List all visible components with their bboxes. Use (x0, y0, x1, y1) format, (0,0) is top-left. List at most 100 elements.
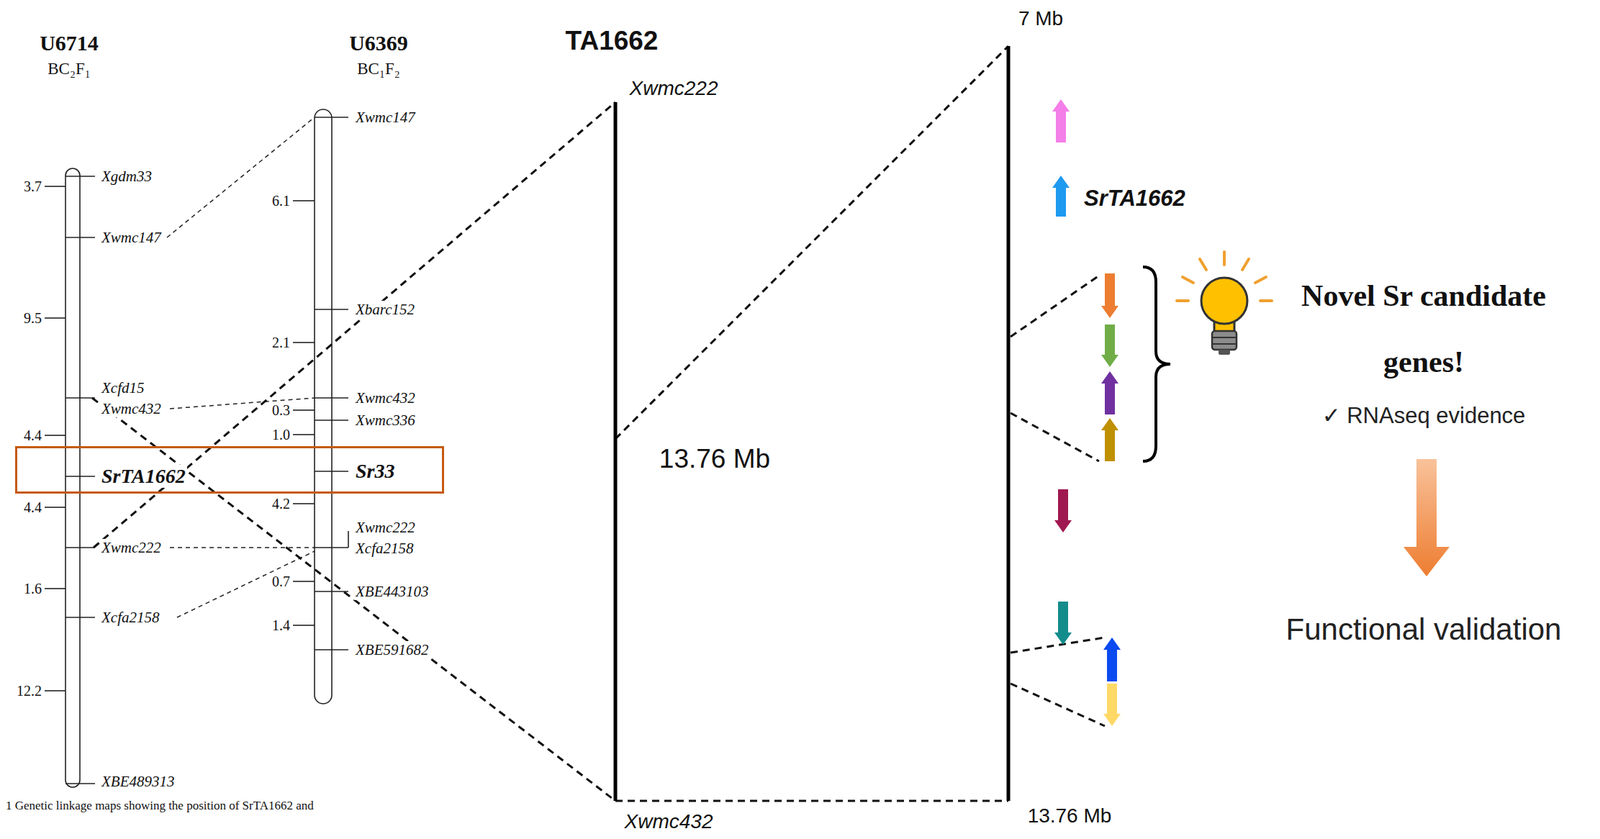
marker-label: Xwmc336 (354, 411, 417, 429)
distance-tick (44, 588, 66, 590)
gene-arrow (1103, 683, 1121, 727)
marker-tick (314, 649, 349, 651)
bulb-ray (1222, 251, 1226, 265)
gene-arrow (1101, 273, 1119, 319)
bulb-glass-fill (1215, 313, 1233, 322)
bulb-ray (1260, 299, 1272, 303)
marker-label: XBE489313 (100, 773, 176, 791)
zoom-line (92, 398, 616, 802)
next-step-label: Functional validation (1286, 612, 1562, 648)
distance-label: 0.7 (272, 573, 291, 591)
map-heading: U6714 (39, 30, 99, 57)
bulb-thread (1212, 343, 1236, 345)
distance-tick (292, 624, 315, 627)
distance-tick (292, 580, 315, 583)
generation-label: BC₁F₂ (356, 59, 401, 79)
marker-label: Xwmc222 (354, 518, 417, 537)
distance-label: 12.2 (16, 683, 42, 700)
marker-tick (314, 470, 349, 473)
zoom-line (93, 102, 616, 548)
bulb-ray (1182, 277, 1194, 283)
zoom-lines (92, 46, 1105, 802)
distance-label: 1.6 (23, 580, 42, 598)
marker-bracket (347, 531, 350, 548)
zoom-line (615, 800, 1009, 803)
marker-label: XBE443103 (354, 582, 430, 601)
generation-label: BC₂F₁ (47, 59, 91, 79)
bulb-base (1212, 331, 1237, 350)
gene-arrow (1052, 99, 1070, 143)
marker-label: Xcfa2158 (100, 608, 161, 627)
distance-label: 4.4 (23, 427, 42, 445)
chromosome-bar (314, 109, 332, 704)
distance-label: 1.4 (272, 617, 291, 635)
position-label: 7 Mb (1018, 7, 1064, 31)
bulb-thread (1212, 336, 1236, 339)
marker-link (169, 547, 315, 549)
distance-tick (292, 200, 315, 202)
interval-bar (1006, 46, 1011, 802)
marker-tick (65, 783, 96, 785)
distance-label: 4.4 (23, 499, 42, 517)
lightbulb-icon (1176, 251, 1272, 355)
marker-tick (314, 308, 349, 311)
distance-tick (44, 690, 66, 692)
distance-label: 9.5 (23, 310, 42, 327)
marker-label: Xgdm33 (100, 167, 154, 185)
marker-tick (65, 175, 96, 178)
marker-links (166, 117, 315, 618)
distance-label: 1.0 (272, 426, 291, 444)
zoom-line (615, 46, 1009, 440)
distance-tick (44, 506, 66, 509)
marker-tick (314, 397, 349, 399)
interval-bar (613, 102, 618, 802)
gene-arrow (1101, 324, 1119, 368)
marker-link (166, 117, 315, 238)
marker-tick (314, 116, 349, 119)
zoom-line (1010, 413, 1100, 462)
distance-tick (44, 185, 66, 188)
marker-label: Xwmc147 (100, 228, 163, 247)
distance-tick (292, 409, 315, 411)
bulb-ray (1199, 259, 1207, 270)
zoom-line (1010, 637, 1105, 653)
distance-tick (44, 317, 66, 319)
marker-tick (314, 547, 349, 549)
marker-label: Xwmc147 (354, 108, 417, 126)
marker-label: XBE591682 (354, 641, 430, 659)
figure-caption: 1 Genetic linkage maps showing the posit… (5, 798, 314, 814)
marker-tick (314, 419, 349, 422)
highlight-box: SrTA1662Sr33 (15, 446, 445, 494)
zoom-line (1010, 683, 1105, 727)
gene-arrow (1052, 175, 1070, 217)
marker-label: Xbarc152 (354, 300, 417, 319)
gene-arrow (1054, 489, 1072, 533)
gene-arrow (1103, 637, 1121, 682)
marker-tick (65, 397, 96, 399)
distance-tick (292, 341, 315, 344)
distance-label: 2.1 (272, 334, 291, 352)
marker-tick (65, 547, 96, 549)
marker-label: Xwmc432 (624, 810, 714, 834)
distance-tick (292, 434, 315, 436)
zoom-line (1010, 275, 1100, 337)
evidence-note: ✓ RNAseq evidence (1322, 403, 1526, 429)
distance-tick (292, 503, 315, 505)
gene-arrow (1101, 371, 1119, 415)
generated-artwork (44, 99, 1121, 784)
distance-label: 3.7 (23, 178, 42, 196)
position-label: 13.76 Mb (1027, 804, 1113, 828)
map-heading: U6369 (349, 30, 409, 57)
marker-label: Xcfa2158 (354, 539, 415, 558)
callout-heading: Novel Sr candidate genes! (1272, 262, 1575, 396)
bulb-glass (1201, 277, 1248, 324)
gene-label: SrTA1662 (100, 464, 188, 488)
group-brace (1142, 267, 1171, 462)
marker-tick (65, 616, 96, 619)
distance-tick (44, 434, 66, 437)
distance-label: 0.3 (272, 402, 291, 419)
marker-label: Xwmc432 (100, 400, 163, 418)
marker-label: Xwmc432 (354, 389, 417, 407)
bulb-ray (1176, 299, 1189, 303)
distance-label: 4.2 (272, 495, 291, 513)
